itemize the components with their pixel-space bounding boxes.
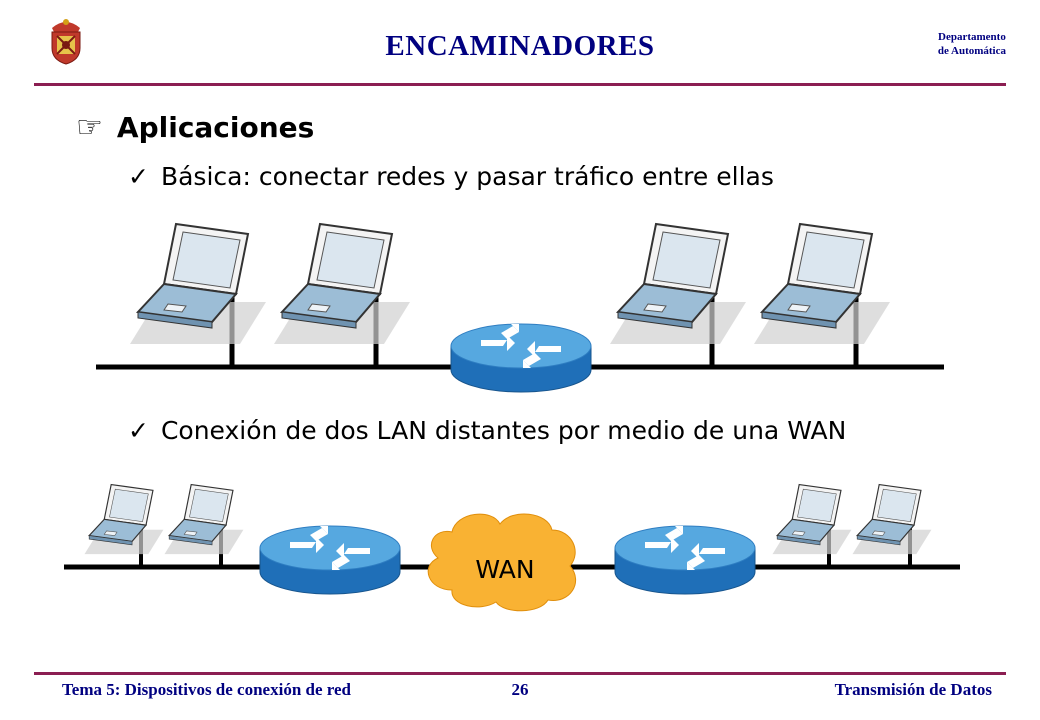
university-crest-logo bbox=[51, 19, 81, 65]
pointing-hand-icon: ☞ bbox=[76, 110, 103, 145]
laptop-icon bbox=[273, 223, 411, 345]
department-line-2: de Automática bbox=[937, 45, 1006, 57]
bullet-item-wan: ✓ Conexión de dos LAN distantes por medio… bbox=[128, 416, 846, 445]
laptop-icon bbox=[129, 223, 267, 345]
bullet-text-basic: Básica: conectar redes y pasar tráfico e… bbox=[160, 162, 774, 191]
router-icon bbox=[614, 525, 756, 595]
router-icon bbox=[259, 525, 401, 595]
footer-divider bbox=[34, 672, 1006, 675]
laptop-icon bbox=[851, 483, 932, 555]
department-label: Departamento de Automática bbox=[938, 30, 1006, 58]
laptop-icon bbox=[771, 483, 852, 555]
router-icon bbox=[450, 323, 592, 393]
footer-course: Transmisión de Datos bbox=[834, 680, 992, 699]
laptop-icon bbox=[163, 483, 244, 555]
laptop-icon bbox=[609, 223, 747, 345]
wan-label: WAN bbox=[475, 555, 534, 584]
footer-topic: Tema 5: Dispositivos de conexión de red bbox=[62, 680, 352, 699]
laptop-icon bbox=[753, 223, 891, 345]
department-line-1: Departamento bbox=[938, 31, 1006, 43]
page-title: ENCAMINADORES bbox=[385, 30, 655, 62]
bullet-item-basic: ✓ Básica: conectar redes y pasar tráfico … bbox=[128, 162, 774, 191]
wan-cloud-icon bbox=[427, 513, 576, 612]
section-heading: ☞ Aplicaciones bbox=[76, 110, 314, 145]
header-divider bbox=[34, 83, 1006, 86]
check-mark-icon: ✓ bbox=[128, 162, 149, 191]
footer-page-number: 26 bbox=[511, 680, 529, 699]
bullet-text-wan: Conexión de dos LAN distantes por medio … bbox=[160, 416, 847, 445]
section-heading-text: Aplicaciones bbox=[116, 111, 315, 144]
laptop-icon bbox=[83, 483, 164, 555]
check-mark-icon: ✓ bbox=[128, 416, 149, 445]
